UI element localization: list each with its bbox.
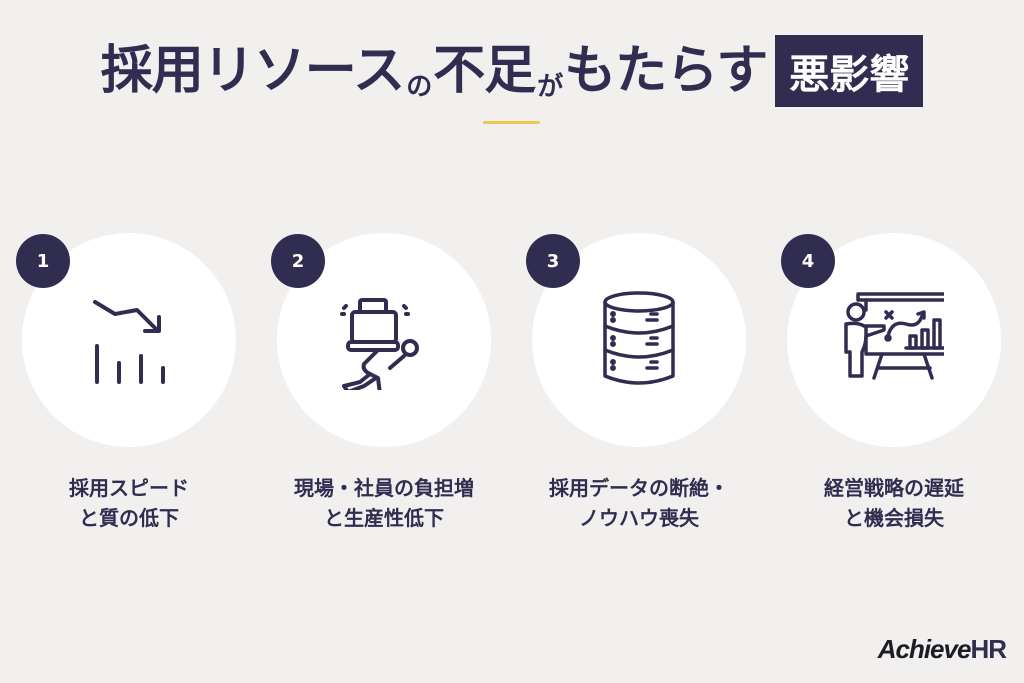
impact-label: 採用スピード と質の低下 bbox=[0, 473, 266, 533]
label-line2: と質の低下 bbox=[79, 506, 179, 530]
title-part1: 採用リソース bbox=[100, 41, 405, 101]
number-badge: 1 bbox=[16, 234, 70, 288]
title-part2: の bbox=[406, 72, 432, 102]
title-part5: もたらす bbox=[564, 41, 768, 101]
label-line2: と生産性低下 bbox=[324, 506, 444, 530]
achievehr-logo: AchieveHR bbox=[877, 634, 1007, 665]
logo-part2: HR bbox=[970, 634, 1007, 664]
title-part4: が bbox=[537, 72, 563, 102]
title-highlight: 悪影響 bbox=[775, 35, 924, 107]
database-icon bbox=[603, 291, 675, 385]
impact-label: 現場・社員の負担増 と生産性低下 bbox=[247, 473, 521, 533]
number-badge: 4 bbox=[781, 234, 835, 288]
label-line1: 採用データの断絶・ bbox=[549, 476, 729, 500]
number-badge: 2 bbox=[271, 234, 325, 288]
title-underline-divider bbox=[483, 121, 540, 124]
title-part3: 不足 bbox=[433, 41, 536, 101]
declining-chart-icon bbox=[93, 300, 165, 384]
label-line1: 経営戦略の遅延 bbox=[824, 476, 964, 500]
label-line1: 採用スピード bbox=[69, 476, 189, 500]
presentation-strategy-icon bbox=[844, 292, 944, 380]
impact-label: 経営戦略の遅延 と機会損失 bbox=[757, 473, 1024, 533]
label-line1: 現場・社員の負担増 bbox=[294, 476, 474, 500]
page-title: 採用リソース の 不足 が もたらす 悪影響 bbox=[0, 34, 1024, 108]
label-line2: と機会損失 bbox=[844, 506, 944, 530]
impact-label: 採用データの断絶・ ノウハウ喪失 bbox=[502, 473, 776, 533]
logo-part1: Achieve bbox=[877, 634, 972, 664]
person-carrying-load-icon bbox=[340, 298, 419, 390]
number-badge: 3 bbox=[526, 234, 580, 288]
label-line2: ノウハウ喪失 bbox=[579, 506, 699, 530]
